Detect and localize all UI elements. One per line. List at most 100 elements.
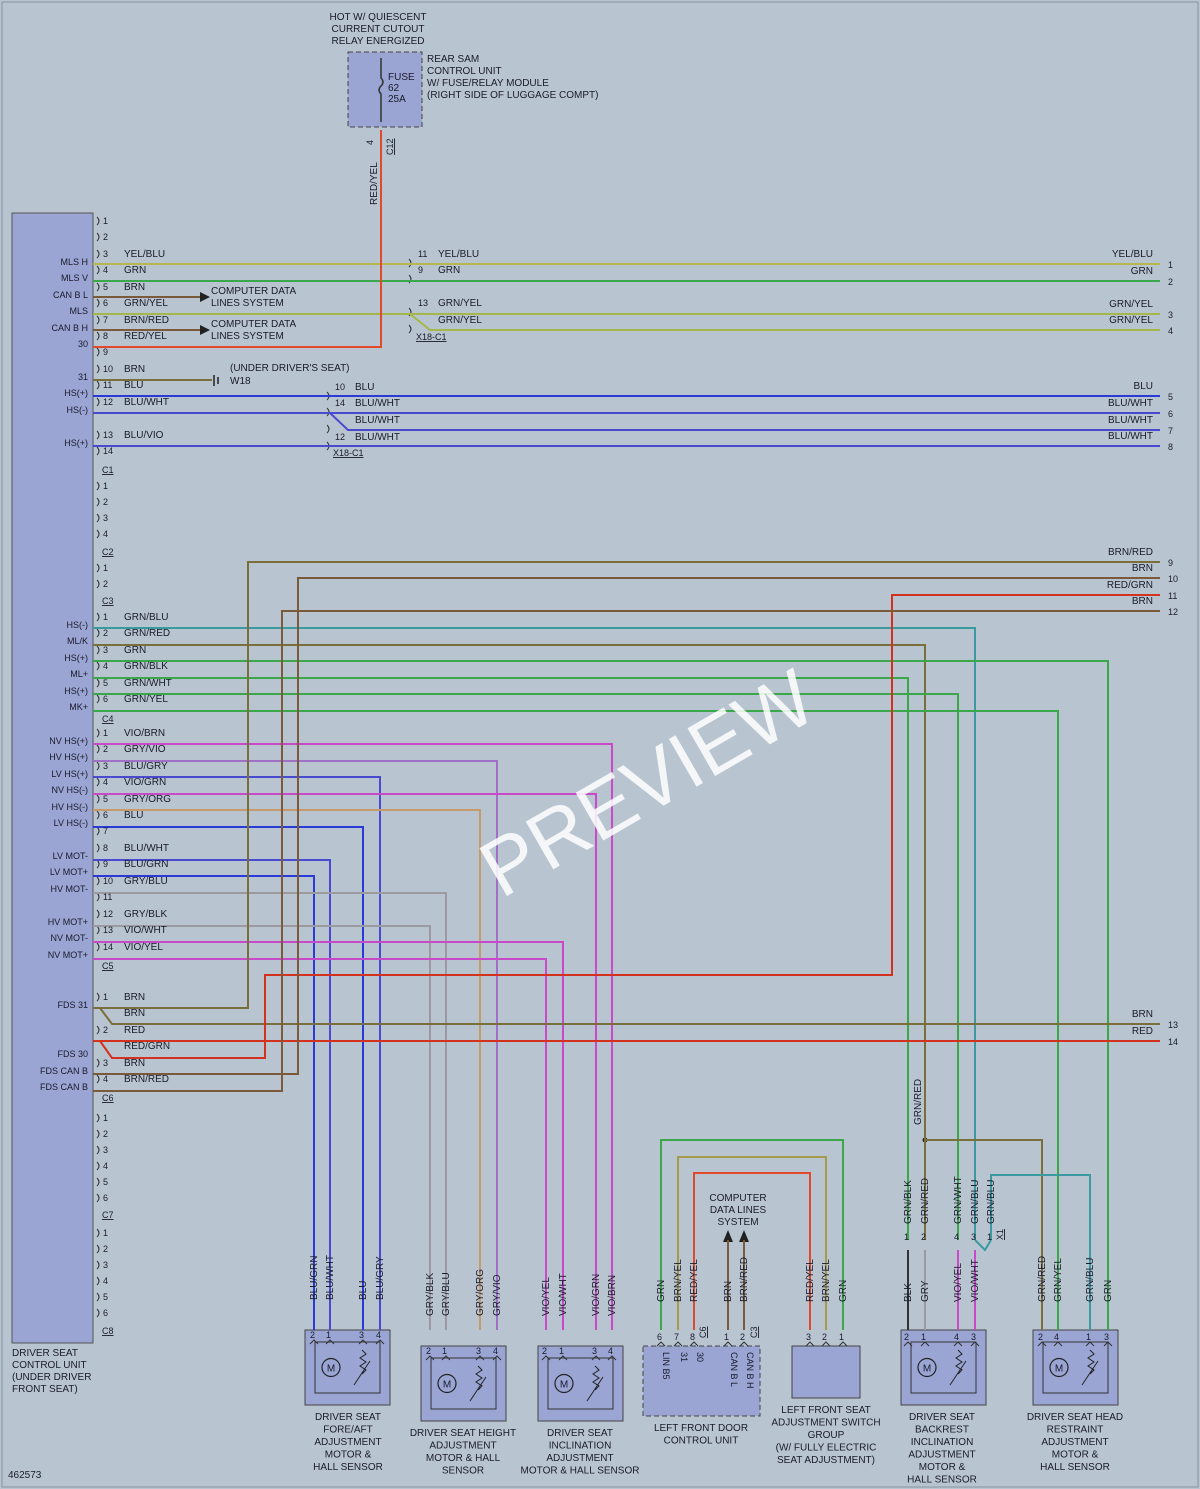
wire-vio-grn — [93, 793, 597, 1330]
c5-function: NV HS(-) — [52, 785, 89, 795]
c7-pin: 2 — [103, 1129, 108, 1139]
height-wire-label: GRY/BLK — [425, 1273, 436, 1316]
door-wire-label: BRN/YEL — [673, 1259, 684, 1302]
motor-icon-label: M — [560, 1380, 568, 1391]
c5-pin: 10 — [103, 876, 113, 886]
wire-door-brn-yel — [677, 1156, 827, 1330]
backrest-name: DRIVER SEAT — [909, 1412, 975, 1423]
wire-gry-org — [93, 809, 481, 1330]
c6-function: FDS CAN B — [40, 1066, 88, 1076]
backrest-top-wire: GRN/WHT — [953, 1176, 964, 1224]
lines-system-label: LINES SYSTEM — [211, 331, 284, 342]
door-name: CONTROL UNIT — [664, 1436, 739, 1447]
pin-mark — [607, 1355, 617, 1361]
switch-name: LEFT FRONT SEAT — [781, 1405, 870, 1416]
inclination-wire-label: VIO/WHT — [558, 1273, 569, 1316]
pin-mark — [96, 728, 100, 738]
pin-mark — [821, 1341, 831, 1347]
switch-name: (W/ FULLY ELECTRIC — [776, 1443, 877, 1454]
c4-function: HS(+) — [64, 686, 88, 696]
c5-wire-label: VIO/WHT — [124, 925, 167, 936]
c1-function: 31 — [78, 372, 88, 382]
pin-mark — [96, 529, 100, 539]
c5-pin: 7 — [103, 826, 108, 836]
c4-function: HS(+) — [64, 653, 88, 663]
wire-door-red-yel — [693, 1172, 811, 1330]
c5-wire-label: VIO/YEL — [124, 942, 163, 953]
backrest-top-pin: 1 — [904, 1232, 909, 1242]
motor-icon — [437, 1373, 457, 1394]
pin-mark — [903, 1341, 913, 1347]
motor-icon-label: M — [923, 1364, 931, 1375]
right-edge-wire: BRN/RED — [1108, 547, 1153, 558]
sensor-icon — [353, 1349, 371, 1386]
pin-mark — [96, 380, 100, 390]
pin-mark — [326, 424, 330, 434]
motor-icon-label: M — [327, 1364, 335, 1375]
pin-mark — [96, 1129, 100, 1139]
c1-pin: 9 — [103, 347, 108, 357]
c1-wire-label: BLU/WHT — [124, 397, 169, 408]
x18-wire-label: GRN/YEL — [438, 315, 482, 326]
fuse-label: 62 — [388, 83, 400, 94]
pin-mark — [96, 249, 100, 259]
backrest-top-wire: GRN/RED — [920, 1178, 931, 1224]
c1-pin: 4 — [103, 265, 108, 275]
c5-connector: C5 — [102, 961, 114, 971]
pin-mark — [96, 892, 100, 902]
door-pin: 7 — [674, 1332, 679, 1342]
inclination-name: INCLINATION — [549, 1441, 612, 1452]
c8-pin: 2 — [103, 1244, 108, 1254]
pin-mark — [96, 1228, 100, 1238]
right-edge-wire: RED — [1132, 1026, 1153, 1037]
wire-blu-wht-c5 — [93, 859, 331, 1330]
c6-pin: 3 — [103, 1058, 108, 1068]
fore-aft-pin: 2 — [310, 1330, 315, 1340]
c5-pin: 1 — [103, 728, 108, 738]
head-wire-label: GRN/BLU — [1085, 1258, 1096, 1302]
motor-icon — [1049, 1357, 1069, 1378]
right-edge-number: 6 — [1168, 409, 1173, 419]
wire-grn-blu-head — [990, 1174, 1091, 1330]
pin-mark — [96, 925, 100, 935]
backrest-wire-label: GRY — [920, 1280, 931, 1302]
c1-function: HS(-) — [67, 405, 89, 415]
right-edge-number: 11 — [1168, 591, 1177, 601]
motor-icon — [554, 1373, 574, 1394]
switch-pin: 3 — [806, 1332, 811, 1342]
c1-wire-label: YEL/BLU — [124, 249, 165, 260]
c5-pin: 5 — [103, 794, 108, 804]
pin-mark — [96, 794, 100, 804]
door-inner-label: 30 — [695, 1352, 705, 1362]
fore-aft-name: MOTOR & — [325, 1450, 372, 1461]
pin-mark — [656, 1341, 666, 1347]
x18-pin: 10 — [335, 382, 345, 392]
switch-wire-label: BRN/YEL — [821, 1259, 832, 1302]
c4-wire-label: GRN/BLK — [124, 661, 168, 672]
c8-connector: C8 — [102, 1326, 114, 1336]
height-pin: 4 — [493, 1346, 498, 1356]
door-data-label: COMPUTER — [709, 1193, 766, 1204]
c5-pin: 2 — [103, 744, 108, 754]
pin-mark — [96, 661, 100, 671]
sensor-icon — [949, 1349, 967, 1386]
c2-pin: 2 — [103, 497, 108, 507]
door-inner-label: LIN B5 — [661, 1352, 671, 1380]
c1-function: HS(+) — [64, 438, 88, 448]
door-connector: C6 — [698, 1326, 708, 1338]
c1-function: CAN B L — [53, 290, 88, 300]
pin-mark — [96, 645, 100, 655]
pin-mark — [96, 446, 100, 456]
pin-mark — [96, 315, 100, 325]
rear-sam-header: RELAY ENERGIZED — [332, 36, 425, 47]
pin-mark — [441, 1355, 451, 1361]
head-wire-label: GRN/YEL — [1053, 1258, 1064, 1302]
c2-pin: 3 — [103, 513, 108, 523]
rear-sam-desc: REAR SAM — [427, 54, 479, 65]
fore-aft-motor-box — [304, 1329, 391, 1406]
pin-mark — [96, 1292, 100, 1302]
wire-grn-red-head — [925, 1139, 1043, 1330]
pin-mark — [96, 563, 100, 573]
wire-brn-10 — [93, 577, 1160, 1075]
door-inner-label: 31 — [679, 1352, 689, 1362]
